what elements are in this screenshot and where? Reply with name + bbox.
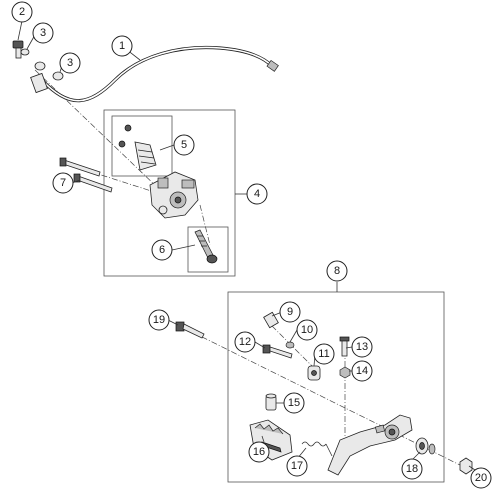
leader-lines (17, 20, 476, 471)
callout-11: 11 (313, 343, 335, 365)
svg-text:6: 6 (159, 244, 165, 256)
callout-9: 9 (279, 301, 301, 323)
svg-text:15: 15 (288, 397, 300, 409)
callout-5: 5 (173, 134, 195, 156)
callout-8: 8 (326, 260, 348, 282)
svg-text:1: 1 (119, 40, 125, 52)
svg-text:13: 13 (356, 341, 368, 353)
brake-pedal-lever (327, 414, 413, 476)
callout-14: 14 (351, 360, 373, 382)
svg-text:18: 18 (406, 463, 418, 475)
piston-pushrod (194, 229, 218, 264)
callout-6: 6 (151, 239, 173, 261)
svg-text:9: 9 (287, 306, 293, 318)
svg-text:19: 19 (153, 314, 165, 326)
svg-text:12: 12 (239, 336, 251, 348)
sealing-washer-lower (34, 61, 46, 71)
callout-3-upper: 3 (32, 22, 54, 44)
centerlines (34, 69, 471, 471)
svg-text:20: 20 (475, 472, 487, 484)
callout-2: 2 (11, 1, 33, 23)
bushing-18 (415, 437, 436, 455)
callout-12: 12 (234, 331, 256, 353)
piston-subgroup-frame (187, 226, 229, 273)
svg-text:4: 4 (254, 188, 260, 200)
callout-17: 17 (286, 455, 308, 477)
brake-hose (30, 45, 279, 103)
svg-text:17: 17 (291, 460, 303, 472)
pivot-bolt (175, 321, 205, 339)
svg-text:11: 11 (318, 348, 329, 360)
bolt-12 (262, 344, 293, 359)
callout-15: 15 (283, 392, 305, 414)
callout-20: 20 (470, 467, 492, 489)
svg-text:7: 7 (60, 177, 66, 189)
screw-13 (339, 336, 350, 357)
return-spring-17 (301, 441, 333, 457)
svg-text:16: 16 (253, 446, 265, 458)
sealing-washer-ring (52, 71, 64, 81)
callout-16: 16 (248, 441, 270, 463)
bushing-9 (263, 311, 279, 329)
callout-7: 7 (52, 172, 74, 194)
banjo-bolt (12, 40, 24, 59)
callout-13: 13 (351, 336, 373, 358)
svg-text:3: 3 (40, 27, 46, 39)
nut-14 (339, 366, 351, 379)
svg-text:8: 8 (334, 265, 340, 277)
master-cylinder-body (149, 171, 199, 219)
svg-text:3: 3 (67, 57, 73, 69)
svg-text:14: 14 (356, 365, 368, 377)
sealing-washer-upper (20, 48, 30, 56)
svg-text:2: 2 (19, 6, 25, 18)
mounting-bolts (59, 157, 113, 193)
sleeve-15 (265, 393, 277, 411)
callout-1: 1 (111, 35, 133, 57)
callout-10: 10 (296, 319, 318, 341)
callout-4: 4 (246, 183, 268, 205)
callout-18: 18 (401, 458, 423, 480)
svg-text:5: 5 (181, 139, 187, 151)
svg-text:10: 10 (301, 324, 313, 336)
master-cylinder-group-frame (103, 109, 236, 277)
callout-3-lower: 3 (59, 52, 81, 74)
nut-20 (459, 457, 473, 475)
reservoir-cap-assembly (118, 124, 157, 171)
callout-19: 19 (148, 309, 170, 331)
brake-pedal-group-frame (227, 291, 445, 483)
spacer-11 (307, 365, 321, 381)
washer-10 (285, 341, 295, 349)
